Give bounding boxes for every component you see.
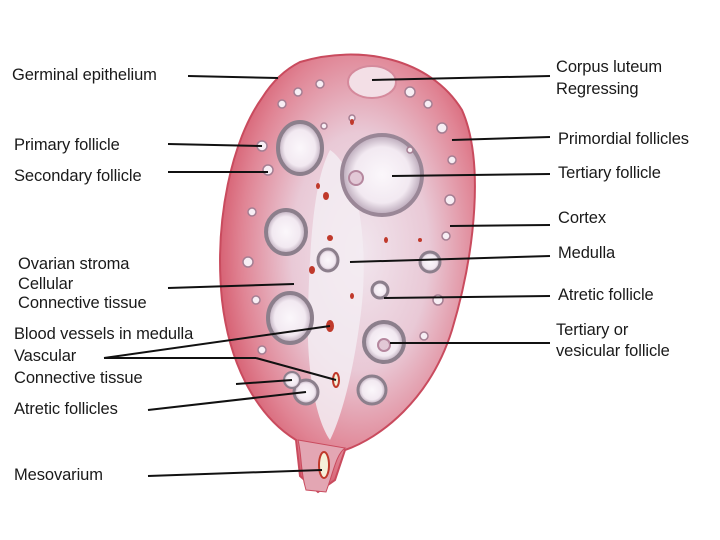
label-vascular: Vascular (14, 347, 76, 366)
label-regressing: Regressing (556, 80, 638, 99)
label-tertiary-follicle: Tertiary follicle (558, 164, 661, 183)
label-atretic-follicles: Atretic follicles (14, 400, 118, 419)
follicle-left-3 (268, 293, 312, 343)
label-connective-tissue-2: Connective tissue (14, 369, 143, 388)
corpus-luteum (348, 66, 396, 98)
follicle-left-1 (278, 122, 322, 174)
label-germinal-epithelium: Germinal epithelium (12, 66, 157, 85)
label-cellular: Cellular (18, 275, 73, 294)
label-corpus-luteum: Corpus luteum (556, 58, 662, 77)
label-medulla: Medulla (558, 244, 615, 263)
label-atretic-follicle: Atretic follicle (558, 286, 654, 305)
label-ovarian-stroma: Ovarian stroma (18, 255, 129, 274)
label-vesicular-follicle: vesicular follicle (556, 342, 670, 361)
label-connective-tissue-1: Connective tissue (18, 294, 147, 313)
label-mesovarium: Mesovarium (14, 466, 103, 485)
label-secondary-follicle: Secondary follicle (14, 167, 142, 186)
label-tertiary-or: Tertiary or (556, 321, 628, 340)
follicle-left-2 (266, 210, 306, 254)
atretic-follicle (420, 252, 440, 272)
label-cortex: Cortex (558, 209, 606, 228)
label-primary-follicle: Primary follicle (14, 136, 120, 155)
follicle-left-4 (318, 249, 338, 271)
label-primordial-follicles: Primordial follicles (558, 130, 689, 149)
label-blood-vessels: Blood vessels in medulla (14, 325, 193, 344)
mesovarium-vessel (319, 452, 329, 478)
